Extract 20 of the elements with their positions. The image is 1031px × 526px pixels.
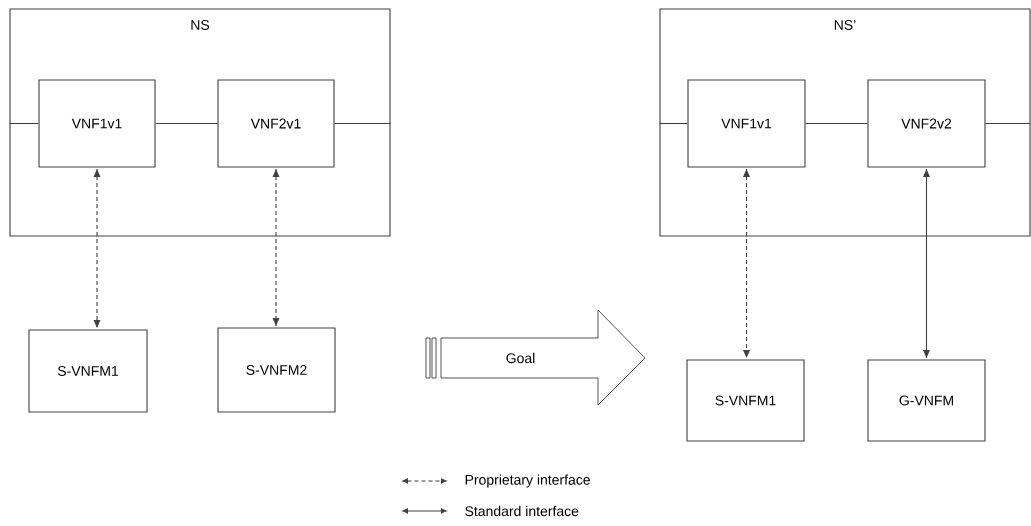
connector-line [334, 122, 392, 125]
legend-text: Standard interface [465, 505, 579, 517]
connector-line [155, 122, 218, 125]
connector-line [8, 122, 39, 125]
function-box: S-VNFM1 [28, 329, 148, 413]
interface-arrow [743, 168, 750, 359]
function-box: VNF1v1 [687, 79, 806, 168]
function-box: VNF2v1 [217, 79, 335, 168]
connector-line [805, 122, 868, 125]
function-box: VNF1v1 [38, 79, 156, 168]
interface-arrow [93, 168, 101, 329]
function-box: G-VNFM [867, 359, 986, 442]
function-box: VNF2v2 [867, 79, 986, 168]
interface-arrow [272, 168, 280, 327]
function-box: S-VNFM1 [686, 359, 805, 442]
function-box: S-VNFM2 [217, 327, 336, 413]
connector-line [658, 122, 688, 125]
interface-arrow [923, 168, 930, 359]
legend-text: Proprietary interface [465, 474, 590, 488]
connector-line [985, 122, 1031, 125]
